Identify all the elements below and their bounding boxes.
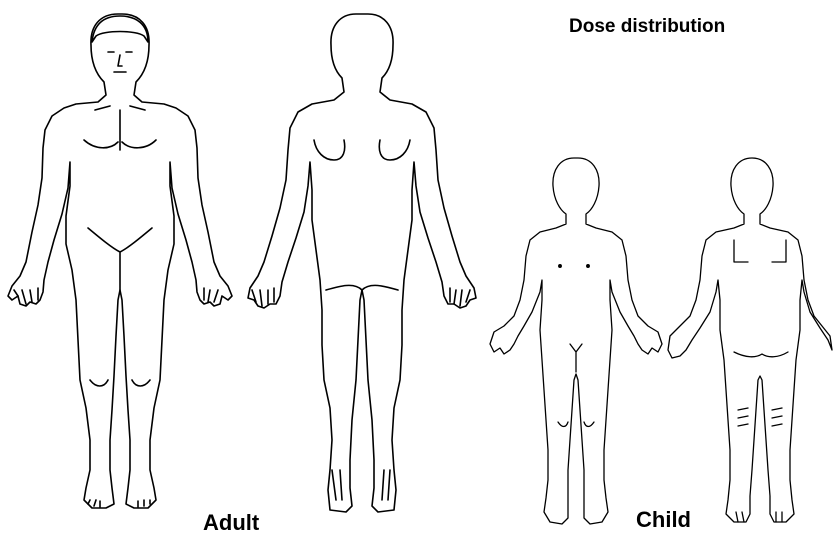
adult-front-abdomen (88, 228, 152, 290)
child-back-buttocks (734, 352, 788, 357)
adult-back-calves (332, 470, 390, 500)
adult-front-fingers (14, 288, 218, 304)
child-back-heels (736, 512, 782, 522)
child-label: Child (636, 507, 691, 533)
adult-front-knees (90, 380, 150, 386)
adult-back-shoulder-blades (314, 140, 410, 160)
adult-front-toes (88, 500, 150, 507)
diagram-title: Dose distribution (569, 16, 725, 38)
adult-back-figure (248, 14, 476, 512)
child-front-groin (570, 344, 582, 372)
adult-label: Adult (203, 510, 259, 536)
child-front-nipple-right (587, 265, 590, 268)
adult-back-outline (248, 14, 476, 512)
child-back-figure (668, 158, 832, 522)
adult-front-face (108, 52, 132, 72)
child-front-figure (490, 158, 662, 524)
child-front-outline (490, 158, 662, 524)
child-front-nipple-left (559, 265, 562, 268)
child-back-knee-creases (738, 408, 782, 426)
child-back-outline (668, 158, 832, 522)
adult-front-chest (84, 106, 156, 150)
child-front-knees (558, 422, 594, 427)
child-back-shoulder-blades (734, 240, 786, 262)
adult-front-figure (8, 14, 232, 508)
adult-back-buttocks (326, 285, 398, 290)
